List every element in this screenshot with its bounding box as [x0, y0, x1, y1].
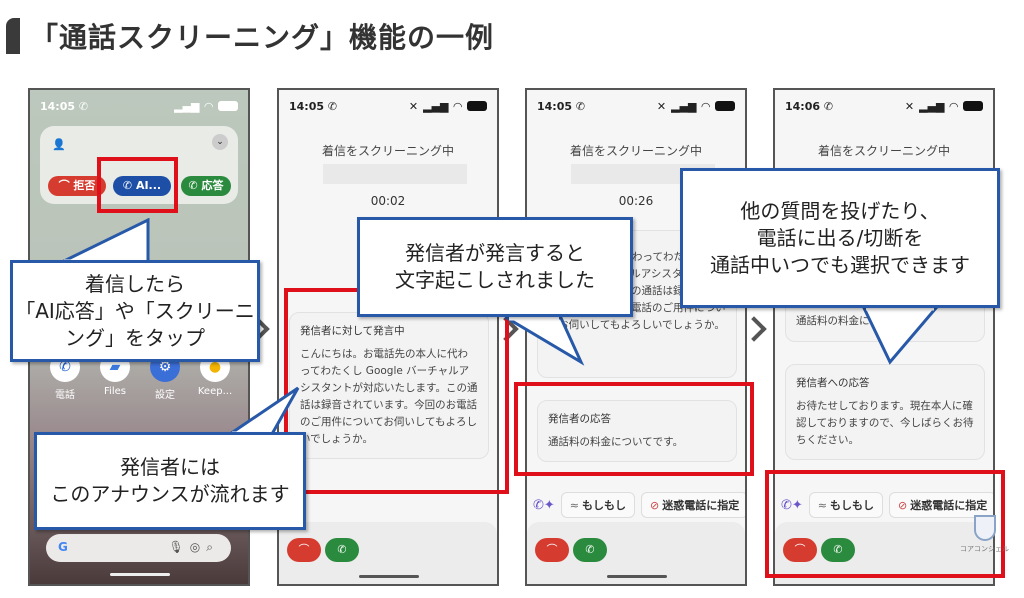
home-indicator: [607, 575, 667, 578]
title-accent-bar: [6, 18, 20, 54]
chevron-down-icon[interactable]: ⌄: [212, 134, 228, 150]
status-time: 14:05: [40, 99, 76, 113]
highlight-caller-response: [514, 382, 754, 476]
google-search-bar[interactable]: G 🎙◎⌕: [46, 534, 231, 562]
end-call-button[interactable]: ⌒: [287, 538, 321, 562]
callout-tail: [61, 218, 150, 264]
mute-icon: ✕: [904, 99, 915, 113]
home-indicator: [110, 573, 170, 576]
mark-spam-chip[interactable]: ⊘迷惑電話に指定: [641, 492, 745, 518]
shield-logo-icon: [973, 515, 996, 541]
search-icon[interactable]: ⌕: [206, 540, 219, 554]
mic-icon[interactable]: 🎙: [168, 540, 190, 554]
home-indicator: [359, 575, 419, 578]
accept-button[interactable]: ✆ 応答: [181, 176, 231, 196]
answer-call-button[interactable]: ✆: [821, 538, 855, 562]
quick-actions: ✆✦ ≈もしもし ⊘迷惑電話に指定: [781, 492, 993, 518]
status-bar: 14:05 ✆ ▂▄▆ ◠: [40, 98, 238, 114]
card-body: お待たせしております。現在本人に確認しておりますので、今しばらくお待ちください。: [796, 400, 974, 446]
reject-button[interactable]: ⌒ 拒否: [48, 176, 106, 196]
assistant-message-card: 発信者に対して発言中 こんにちは。お電話先の本人に代わってわたくし Google…: [289, 312, 489, 459]
hangup-icon: ⌒: [58, 179, 70, 192]
signal-icon: ▂▄▆: [919, 99, 945, 113]
card-body: こんにちは。お電話先の本人に代わってわたくし Google バーチャルアシスタン…: [300, 348, 478, 445]
call-timer: 00:26: [618, 194, 654, 208]
callout-tail: [862, 306, 940, 365]
highlight-ai-button: [97, 157, 178, 213]
card-heading: 発信者に対して発言中: [300, 325, 405, 337]
wifi-icon: ◠: [453, 99, 462, 113]
call-timer: 00:02: [370, 194, 406, 208]
call-icon: ✆: [575, 99, 586, 113]
ai-call-icon: ✆: [122, 179, 133, 192]
status-bar: 14:05 ✆ ✕▂▄▆◠: [289, 98, 487, 114]
battery-icon: [218, 101, 238, 111]
answer-call-button[interactable]: ✆: [573, 538, 607, 562]
person-wave-icon: ≈: [569, 499, 580, 512]
call-icon: ✆: [823, 99, 834, 113]
hello-chip[interactable]: ≈もしもし: [560, 492, 636, 518]
call-controls: ⌒ ✆: [775, 522, 993, 584]
incoming-call-notification: 👤 ⌄ ⌒ 拒否 ✆ AI... ✆ 応答: [40, 126, 238, 204]
call-icon: ✆: [327, 99, 338, 113]
screening-title: 着信をスクリーニング中: [569, 144, 702, 158]
highlight-action-controls: [765, 470, 1005, 578]
card-heading: 発信者の応答: [548, 413, 611, 425]
call-controls: ⌒ ✆: [279, 522, 497, 584]
card-body: 通話料の料金についてです。: [548, 436, 684, 448]
screening-title: 着信をスクリーニング中: [817, 144, 950, 158]
call-controls: ⌒ ✆: [527, 522, 745, 584]
wifi-icon: ◠: [204, 99, 213, 113]
callout-transcription: 発信者が発言すると 文字起こしされました: [357, 217, 633, 317]
callout-announcement: 発信者には このアナウンスが流れます: [34, 432, 306, 530]
signal-icon: ▂▄▆: [174, 99, 200, 113]
ai-sparkle-call-icon: ✆✦: [781, 497, 803, 513]
spam-icon: ⊘: [650, 499, 660, 512]
quick-actions: ✆✦ ≈もしもし ⊘迷惑電話に指定: [533, 492, 745, 518]
wifi-icon: ◠: [701, 99, 710, 113]
lens-icon[interactable]: ◎: [189, 540, 207, 554]
call-icon: ✆: [78, 99, 89, 113]
caller-name-redacted: [323, 164, 467, 184]
card-heading: 発信者への応答: [796, 377, 870, 389]
phone-screen-screening-start: 14:05 ✆ ✕▂▄▆◠ 着信をスクリーニング中 00:02 発信者に対して発…: [277, 88, 499, 586]
person-icon: 👤: [52, 138, 66, 151]
ai-answer-button[interactable]: ✆ AI...: [113, 176, 171, 196]
page-title: 「通話スクリーニング」機能の一例: [30, 21, 495, 54]
callout-options: 他の質問を投げたり、 電話に出る/切断を 通話中いつでも選択できます: [680, 168, 1000, 308]
mute-icon: ✕: [408, 99, 419, 113]
callout-tap-ai: 着信したら 「AI応答」や「スクリーニ ング」をタップ: [10, 260, 260, 362]
battery-icon: [963, 101, 983, 111]
highlight-announcement: [284, 288, 509, 494]
caller-response-card: 発信者の応答 通話料の料金についてです。: [537, 400, 737, 462]
caller-name-redacted: [571, 164, 715, 184]
hello-chip[interactable]: ≈もしもし: [808, 492, 884, 518]
google-logo-icon: G: [58, 540, 68, 554]
phone-icon: ✆: [188, 179, 198, 192]
watermark-logo: コアコンシェル: [960, 515, 1009, 554]
status-bar: 14:05 ✆ ✕▂▄▆◠: [537, 98, 735, 114]
battery-icon: [467, 101, 487, 111]
mute-icon: ✕: [656, 99, 667, 113]
wifi-icon: ◠: [949, 99, 958, 113]
signal-icon: ▂▄▆: [671, 99, 697, 113]
screening-title: 着信をスクリーニング中: [321, 144, 454, 158]
signal-icon: ▂▄▆: [423, 99, 449, 113]
callout-tail: [225, 386, 300, 436]
answer-call-button[interactable]: ✆: [325, 538, 359, 562]
assistant-reply-card: 発信者への応答 お待たせしております。現在本人に確認しておりますので、今しばらく…: [785, 364, 985, 460]
end-call-button[interactable]: ⌒: [783, 538, 817, 562]
mark-spam-chip[interactable]: ⊘迷惑電話に指定: [889, 492, 993, 518]
ai-sparkle-call-icon: ✆✦: [533, 497, 555, 513]
callout-tail: [505, 316, 585, 366]
end-call-button[interactable]: ⌒: [535, 538, 569, 562]
person-wave-icon: ≈: [817, 499, 828, 512]
battery-icon: [715, 101, 735, 111]
spam-icon: ⊘: [898, 499, 908, 512]
status-bar: 14:06 ✆ ✕▂▄▆◠: [785, 98, 983, 114]
